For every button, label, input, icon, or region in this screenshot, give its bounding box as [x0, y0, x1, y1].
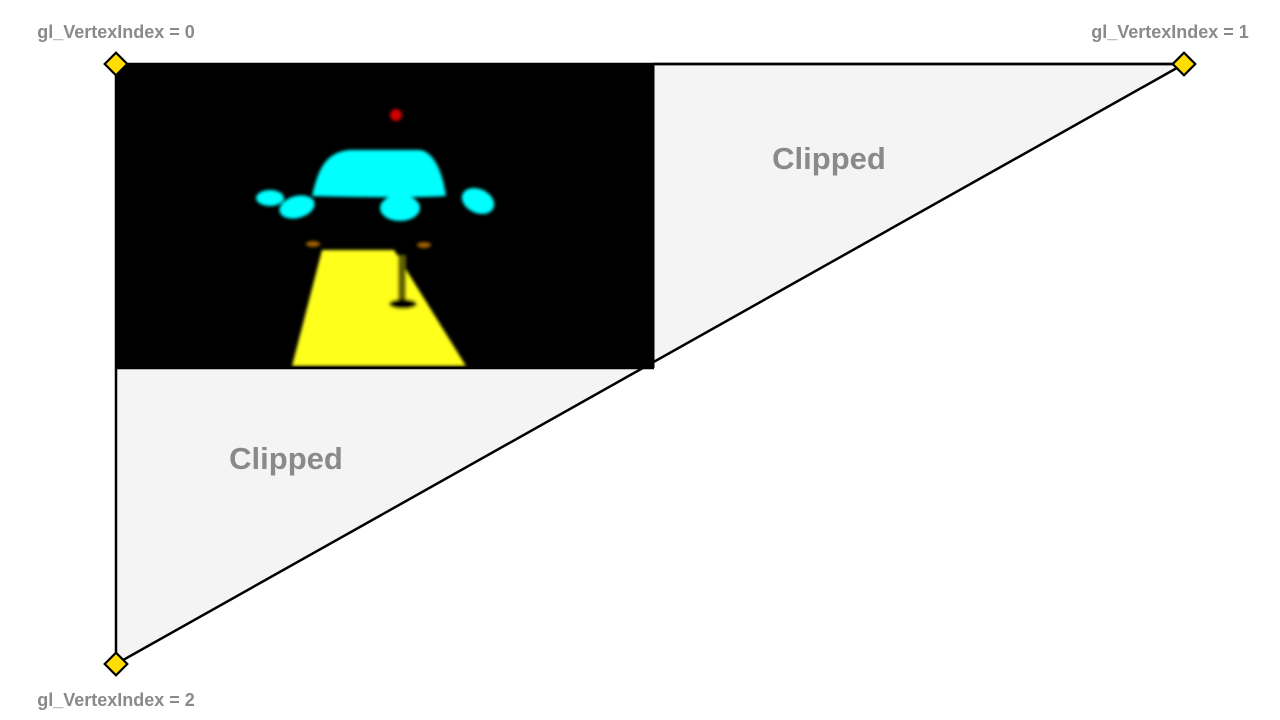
- vertex-0-label: gl_VertexIndex = 0: [37, 22, 195, 42]
- vertex-0-marker: [103, 51, 129, 77]
- viewport-render: [116, 62, 655, 370]
- clipped-region-label-right: Clipped: [772, 141, 886, 176]
- vertex-1-marker: [1171, 51, 1197, 77]
- cyan-object: [312, 150, 446, 198]
- red-light: [390, 109, 402, 121]
- yellow-floor: [292, 250, 466, 366]
- vertex-2-label: gl_VertexIndex = 2: [37, 690, 195, 710]
- clipped-region-label-left: Clipped: [229, 441, 343, 476]
- vertex-2-marker: [103, 651, 129, 677]
- vertex-1-label: gl_VertexIndex = 1: [1091, 22, 1249, 42]
